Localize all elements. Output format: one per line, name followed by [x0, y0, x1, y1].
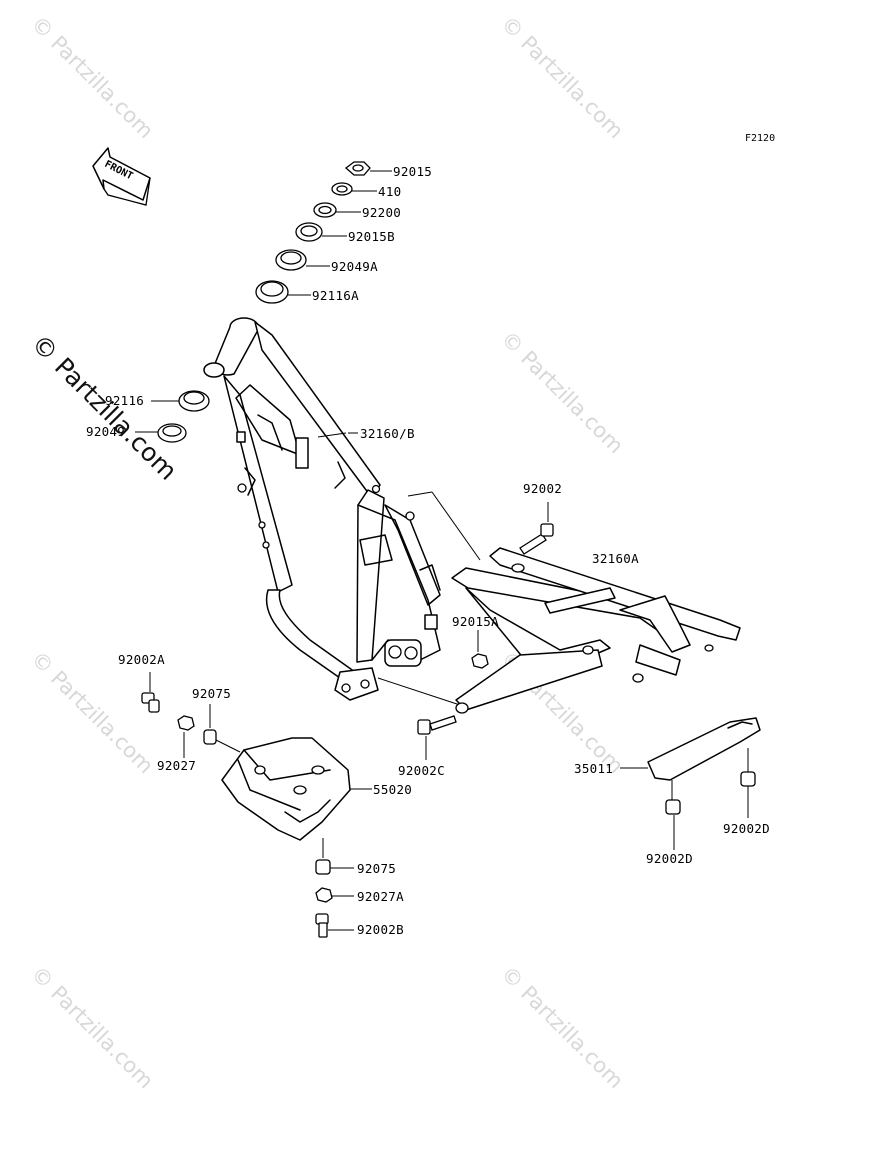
bolt-icon — [519, 502, 554, 555]
skid-plate — [221, 737, 372, 841]
label-92075-upper: 92075 — [192, 686, 231, 701]
label-92049: 92049 — [86, 424, 125, 439]
chain-guide-bracket — [620, 717, 761, 781]
part-labels: 92015 410 92200 92015B 92049A 92116A 921… — [86, 164, 770, 937]
label-32160B: 32160/B — [360, 426, 415, 441]
nut-icon — [471, 630, 489, 669]
label-92015: 92015 — [393, 164, 432, 179]
label-92002B: 92002B — [357, 922, 404, 937]
label-92002D-right: 92002D — [723, 821, 770, 836]
bolt-icon — [665, 780, 681, 850]
main-frame — [203, 317, 481, 706]
watermark: © Partzilla.com — [26, 962, 158, 1094]
front-arrow-icon: FRONT — [92, 147, 151, 206]
label-92027: 92027 — [157, 758, 196, 773]
label-92015A: 92015A — [452, 614, 499, 629]
grommet-icon — [203, 704, 241, 753]
rear-subframe — [451, 547, 741, 714]
watermark: © Partzilla.com — [496, 962, 628, 1094]
washer-icon — [177, 715, 195, 758]
bolt-icon — [417, 715, 457, 760]
label-55020: 55020 — [373, 782, 412, 797]
bolt-icon — [141, 672, 160, 713]
lower-head-bearings — [135, 390, 210, 443]
label-92002: 92002 — [523, 481, 562, 496]
label-92075-lower: 92075 — [357, 861, 396, 876]
label-410: 410 — [378, 184, 401, 199]
grommet-icon — [315, 838, 354, 875]
label-92116A: 92116A — [312, 288, 359, 303]
label-35011: 35011 — [574, 761, 613, 776]
label-32160A: 32160A — [592, 551, 639, 566]
watermark-primary: © Partzilla.com — [26, 329, 183, 486]
label-92027A: 92027A — [357, 889, 404, 904]
washer-icon — [315, 887, 354, 903]
label-92116: 92116 — [105, 393, 144, 408]
watermark: © Partzilla.com — [26, 12, 158, 144]
label-92002A: 92002A — [118, 652, 165, 667]
bolt-icon — [315, 913, 354, 938]
steering-stack — [255, 161, 392, 304]
label-92002D-left: 92002D — [646, 851, 693, 866]
bolt-icon — [740, 748, 756, 818]
label-92200: 92200 — [362, 205, 401, 220]
label-92015B: 92015B — [348, 229, 395, 244]
watermark: © Partzilla.com — [496, 12, 628, 144]
label-92002C: 92002C — [398, 763, 445, 778]
diagram-code: F2120 — [745, 133, 775, 144]
label-92049A: 92049A — [331, 259, 378, 274]
watermark: © Partzilla.com — [496, 327, 628, 459]
